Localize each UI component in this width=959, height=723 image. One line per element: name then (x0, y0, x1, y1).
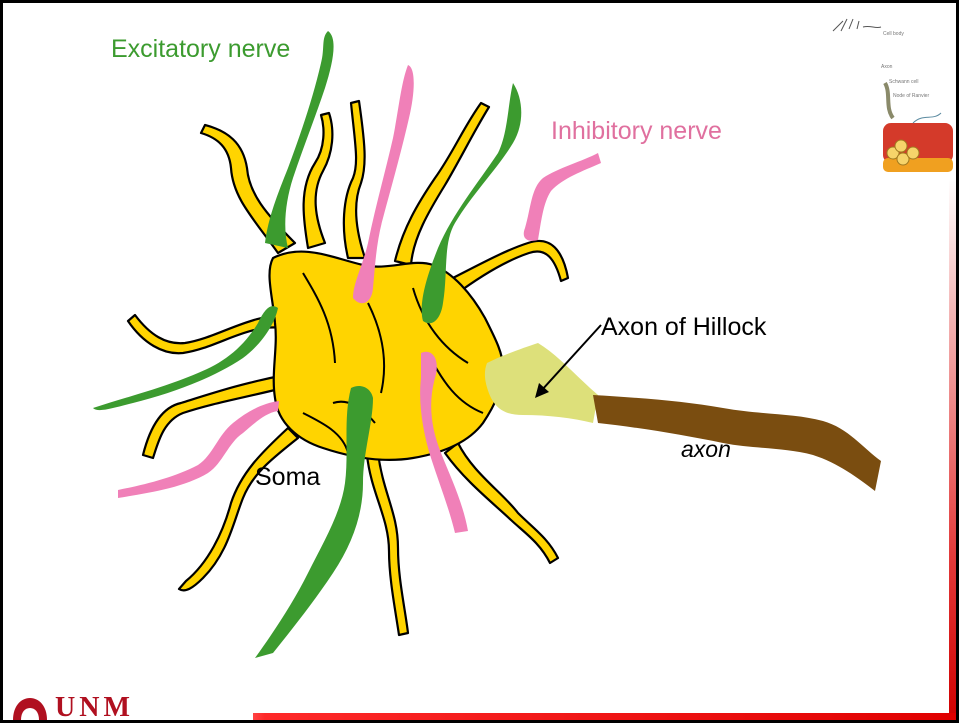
dendrite-bottom (367, 453, 408, 635)
thumbnail-cell-body-icon (833, 19, 881, 31)
unm-logo-text: UNM (55, 692, 134, 720)
neuron-diagram (3, 3, 956, 720)
thumbnail-schwann-label: Schwann cell (889, 79, 918, 85)
thumbnail-axon-label: Axon (881, 64, 893, 70)
thumbnail-ranvier-label: Node of Ranvier (893, 93, 929, 99)
soma-label: Soma (255, 463, 320, 492)
unm-shield-icon (11, 696, 49, 720)
unm-logo: UNM (5, 692, 265, 720)
axon-label: axon (681, 436, 731, 463)
dendrite-bottom-right (445, 443, 558, 563)
inhibitory-nerve-label: Inhibitory nerve (551, 117, 722, 146)
dendrite-top-mid (344, 101, 365, 258)
right-accent-bar (949, 178, 956, 720)
nerve-thumbnail: Cell body Axon Schwann cell Node of Ranv… (823, 13, 953, 193)
dendrite-lower-left (179, 428, 298, 590)
axon (593, 395, 881, 491)
excitatory-nerve-label: Excitatory nerve (111, 35, 290, 64)
bottom-accent-bar (253, 713, 956, 720)
inhibitory-fiber-2 (524, 153, 601, 241)
slide: Excitatory nerve Inhibitory nerve Axon o… (3, 3, 956, 720)
axon-hillock-label: Axon of Hillock (601, 313, 766, 342)
thumbnail-cell-body-label: Cell body (883, 31, 904, 37)
